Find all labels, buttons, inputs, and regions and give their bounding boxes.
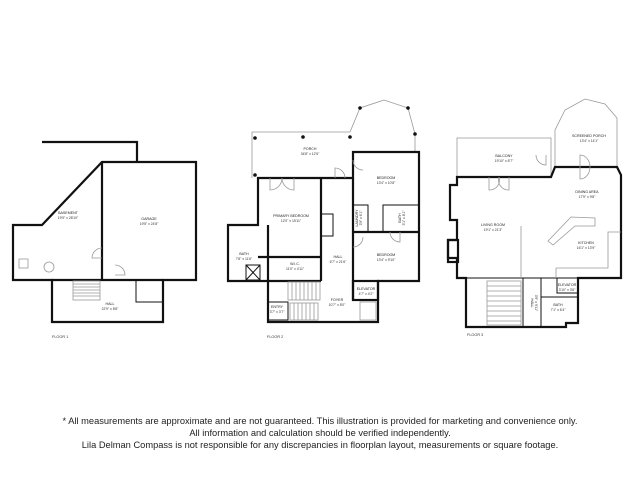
room-name: BATH (553, 303, 563, 307)
disclaimer-line: Lila Delman Compass is not responsible f… (81, 440, 559, 450)
room-dims: 4'7" x 4'2" (359, 292, 375, 296)
door (579, 154, 591, 180)
room-name: BEDROOM (377, 176, 396, 180)
floor-3-plan: BALCONY 19'10" x 8'7" SCREENED PORCH 13'… (446, 98, 623, 337)
room-name: SCREENED PORCH (572, 134, 606, 138)
kitchen-counter (555, 231, 621, 278)
room-dims: 5'1" x 8'1" (402, 210, 406, 226)
room-dims: 16'1" x 13'9" (577, 246, 596, 250)
room-name: ELEVATOR (357, 287, 376, 291)
kitchen-island (547, 216, 596, 246)
french-door (269, 177, 295, 191)
room-dims: 19'9" x 28'10" (58, 216, 79, 220)
room-dims: 19'10" x 8'7" (495, 159, 514, 163)
room-name: W.I.C. (290, 262, 300, 266)
disclaimer-line: * All measurements are approximate and a… (62, 416, 578, 426)
floor-1-plan: BASEMENT 19'9" x 28'10" GARAGE 19'5" x 2… (11, 140, 198, 339)
room-dims: 19'5" x 24'8" (140, 222, 159, 226)
room-name: PRIMARY BEDROOM (273, 214, 309, 218)
room-dims: 13'4" x 10'8" (377, 181, 396, 185)
disclaimer-line: All information and calculation should b… (189, 428, 451, 438)
room-dims: 10'7" x 8'0" (329, 303, 347, 307)
door (352, 159, 364, 171)
room-name: HALL (334, 255, 343, 259)
room-dims: 19'1" x 21'3" (484, 228, 503, 232)
room-name: PORCH (304, 147, 317, 151)
room-name: KITCHEN (578, 241, 594, 245)
furnace (43, 261, 55, 273)
room-name: HALL (106, 302, 115, 306)
room-name: HALL (530, 299, 534, 308)
door (114, 264, 126, 276)
room-name: LAUNDRY (355, 209, 359, 227)
door (535, 154, 547, 166)
floor-2-plan: PORCH 34'8" x 12'5" PRIMARY BEDROOM 12'0… (226, 99, 421, 339)
door (352, 231, 401, 248)
room-dims: 13'4" x 14'1" (580, 139, 599, 143)
door (91, 247, 103, 259)
floor-label: FLOOR 2 (267, 335, 283, 339)
room-dims: 17'9" x 9'8" (579, 195, 597, 199)
shower (245, 264, 261, 281)
room-name: ELEVATOR (558, 283, 577, 287)
water-heater (18, 258, 29, 269)
room-dims: 34'8" x 12'5" (301, 152, 320, 156)
room-dims: 7'8" x 11'6" (236, 257, 253, 261)
stairs (72, 280, 101, 301)
room-dims: 6'7" x 21'6" (330, 260, 348, 264)
room-name: BALCONY (495, 154, 513, 158)
room-dims: 7'1" x 6'4" (551, 308, 567, 312)
room-dims: 3'10" x 3'6" (559, 288, 577, 292)
room-dims: 3'9" x 9'11" (534, 295, 538, 312)
fireplace (446, 238, 460, 264)
room-name: BEDROOM (377, 253, 396, 257)
room-dims: 11'0" x 4'11" (286, 267, 305, 271)
room-name: LIVING ROOM (481, 223, 505, 227)
room-name: GARAGE (141, 217, 157, 221)
french-door (488, 176, 510, 191)
room-name: BATH (398, 213, 402, 223)
room-name: DINING AREA (575, 190, 599, 194)
room-dims: 3'9" x 6'1" (359, 210, 363, 226)
room-dims: 3'7" x 3'7" (270, 310, 286, 314)
stairs (486, 280, 522, 326)
room-dims: 13'4" x 9'10" (377, 258, 396, 262)
room-name: BATH (239, 252, 249, 256)
room-name: FOYER (331, 298, 344, 302)
room-dims: 12'0" x 15'11" (281, 219, 302, 223)
room-name: BASEMENT (58, 211, 79, 215)
stairs (287, 281, 377, 321)
room-name: ENTRY (271, 305, 284, 309)
room-dims: 22'9" x 8'8" (102, 307, 120, 311)
door (334, 167, 346, 179)
floor-label: FLOOR 1 (52, 335, 68, 339)
floor-label: FLOOR 3 (467, 333, 483, 337)
